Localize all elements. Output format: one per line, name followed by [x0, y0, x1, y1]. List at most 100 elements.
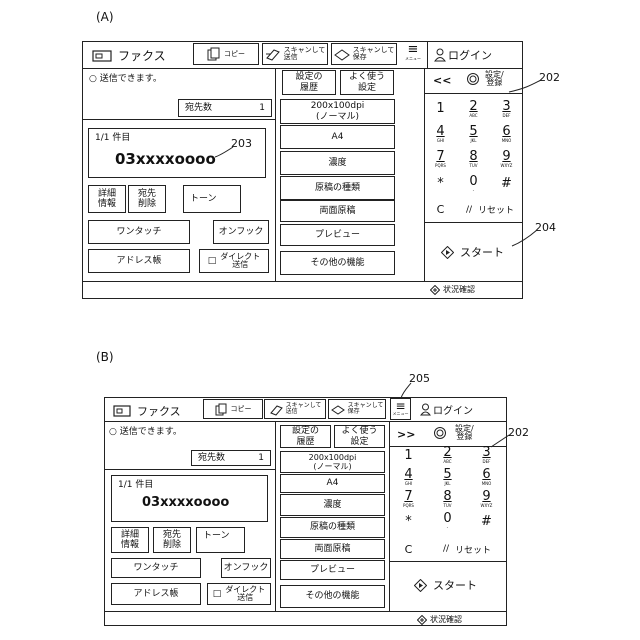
scan-send-tab[interactable]: スキャンして 送信	[262, 43, 328, 65]
login-button-a[interactable]: ログイン	[434, 47, 492, 63]
keypad-key[interactable]: 6MNO	[490, 121, 523, 146]
clear-key[interactable]: C	[424, 197, 457, 222]
size-button-a[interactable]: A4	[280, 125, 395, 149]
reset-key[interactable]: // リセット	[457, 197, 523, 222]
keypad-key[interactable]: 2ABC	[457, 96, 490, 121]
tone-button-b[interactable]: トーン	[196, 527, 245, 553]
menu-button-a[interactable]: ≡ メニュー	[403, 44, 423, 62]
menu-button-b[interactable]: ≡ メニュー	[390, 398, 411, 420]
copy-tab[interactable]: コピー	[193, 43, 259, 65]
onetouch-button-b[interactable]: ワンタッチ	[111, 558, 201, 578]
delete-dest-button-b[interactable]: 宛先 削除	[153, 527, 191, 553]
key-letters: ABC	[443, 460, 451, 464]
reset-key[interactable]: //リセット	[428, 538, 506, 560]
status-check-button-a[interactable]: 状況確認	[430, 284, 475, 295]
keypad-key[interactable]: 8TUV	[457, 146, 490, 171]
frequent-settings-button-b[interactable]: よく使う 設定	[334, 425, 385, 448]
direct-send-toggle-b[interactable]: □ ダイレクト 送信	[207, 583, 271, 605]
preview-button-a[interactable]: プレビュー	[280, 224, 395, 246]
leader-204	[508, 228, 540, 250]
other-functions-button-a[interactable]: その他の機能	[280, 251, 395, 275]
clear-key[interactable]: C	[389, 538, 428, 560]
onhook-button-a[interactable]: オンフック	[213, 220, 269, 244]
keypad-key[interactable]: *	[389, 510, 428, 532]
scan-send-icon	[269, 403, 283, 416]
keypad-key[interactable]: #	[467, 510, 506, 532]
duplex-button-b[interactable]: 両面原稿	[280, 539, 385, 559]
start-button-b[interactable]: スタート	[414, 577, 477, 593]
original-type-button-b[interactable]: 原稿の種類	[280, 517, 385, 538]
scan-save-tab[interactable]: スキャンして 保存	[331, 43, 397, 65]
density-button-b[interactable]: 濃度	[280, 494, 385, 516]
copy-tab[interactable]: コピー	[203, 399, 263, 419]
ref-202-b: 202	[508, 426, 529, 439]
keypad-key[interactable]: 3DEF	[490, 96, 523, 121]
copy-icon	[215, 403, 228, 416]
keypad-key[interactable]: 9WXYZ	[467, 488, 506, 510]
keypad-key[interactable]: 8TUV	[428, 488, 467, 510]
status-check-button-b[interactable]: 状況確認	[417, 614, 462, 625]
direct-send-toggle-a[interactable]: □ ダイレクト 送信	[199, 249, 269, 273]
fax-number: 03xxxxoooo	[142, 496, 229, 511]
login-button-b[interactable]: ログイン	[420, 402, 473, 417]
keypad-key[interactable]: *	[424, 171, 457, 196]
fax-tab-a[interactable]: ファクス	[92, 47, 166, 64]
onhook-button-b[interactable]: オンフック	[221, 558, 271, 578]
keypad-key[interactable]: 6MNO	[467, 466, 506, 488]
keypad-key[interactable]: #	[490, 171, 523, 196]
size-button-b[interactable]: A4	[280, 474, 385, 493]
keypad-key[interactable]: 4GHI	[424, 121, 457, 146]
onetouch-button-a[interactable]: ワンタッチ	[88, 220, 190, 244]
user-icon	[434, 48, 446, 62]
preview-button-b[interactable]: プレビュー	[280, 560, 385, 580]
keypad-key[interactable]: 9WXYZ	[490, 146, 523, 171]
keypad-key[interactable]: 1	[389, 444, 428, 466]
details-button-b[interactable]: 詳細 情報	[111, 527, 149, 553]
keypad-key[interactable]: 7PQRS	[424, 146, 457, 171]
destination-box-b[interactable]: 1/1 件目 03xxxxoooo	[111, 475, 268, 522]
collapse-button-a[interactable]: <<	[433, 74, 451, 87]
key-letters: DEF	[483, 460, 491, 464]
keypad-key[interactable]: 5JKL	[428, 466, 467, 488]
keypad-key[interactable]: 0-	[428, 510, 467, 532]
scan-send-tab[interactable]: スキャンして 送信	[264, 399, 326, 419]
delete-dest-button-a[interactable]: 宛先 削除	[128, 185, 166, 213]
keypad-key[interactable]: 5JKL	[457, 121, 490, 146]
key-letters: PQRS	[435, 164, 446, 168]
expand-button-b[interactable]: >>	[397, 428, 415, 441]
fax-title: ファクス	[137, 403, 181, 419]
settings-button-b[interactable]: 設定/ 登録	[433, 425, 474, 442]
reset-label: リセット	[478, 203, 514, 216]
address-book-button-b[interactable]: アドレス帳	[111, 583, 201, 605]
reset-icon: //	[466, 205, 472, 215]
resolution-button-b[interactable]: 200x100dpi (ノーマル)	[280, 451, 385, 473]
other-functions-button-b[interactable]: その他の機能	[280, 585, 385, 608]
resolution-button-a[interactable]: 200x100dpi (ノーマル)	[280, 99, 395, 124]
duplex-button-a[interactable]: 両面原稿	[280, 200, 395, 222]
key-letters: MNO	[482, 482, 492, 486]
keypad-key[interactable]: 1	[424, 96, 457, 121]
frequent-settings-button-a[interactable]: よく使う 設定	[340, 70, 394, 95]
key-letters: WXYZ	[481, 504, 493, 508]
fax-tab-b[interactable]: ファクス	[113, 403, 181, 419]
login-label: ログイン	[433, 402, 473, 417]
start-button-a[interactable]: スタート	[441, 244, 504, 260]
key-digit: #	[501, 177, 512, 190]
key-digit: 1	[404, 449, 412, 462]
address-book-button-a[interactable]: アドレス帳	[88, 249, 190, 273]
scan-save-tab[interactable]: スキャンして 保存	[328, 399, 386, 419]
original-type-button-a[interactable]: 原稿の種類	[280, 176, 395, 200]
key-letters: DEF	[503, 114, 511, 118]
keypad-key[interactable]: 0-	[457, 171, 490, 196]
tone-button-a[interactable]: トーン	[183, 185, 241, 213]
density-button-a[interactable]: 濃度	[280, 151, 395, 175]
keypad-key[interactable]: 4GHI	[389, 466, 428, 488]
settings-button-a[interactable]: 設定/ 登録	[466, 71, 504, 88]
direct-send-label: ダイレクト 送信	[225, 586, 265, 602]
details-button-a[interactable]: 詳細 情報	[88, 185, 126, 213]
destination-box-a[interactable]: 1/1 件目 03xxxxoooo	[88, 128, 266, 178]
keypad-key[interactable]: 7PQRS	[389, 488, 428, 510]
history-button-a[interactable]: 設定の 履歴	[282, 70, 336, 95]
keypad-key[interactable]: 2ABC	[428, 444, 467, 466]
history-button-b[interactable]: 設定の 履歴	[280, 425, 331, 448]
